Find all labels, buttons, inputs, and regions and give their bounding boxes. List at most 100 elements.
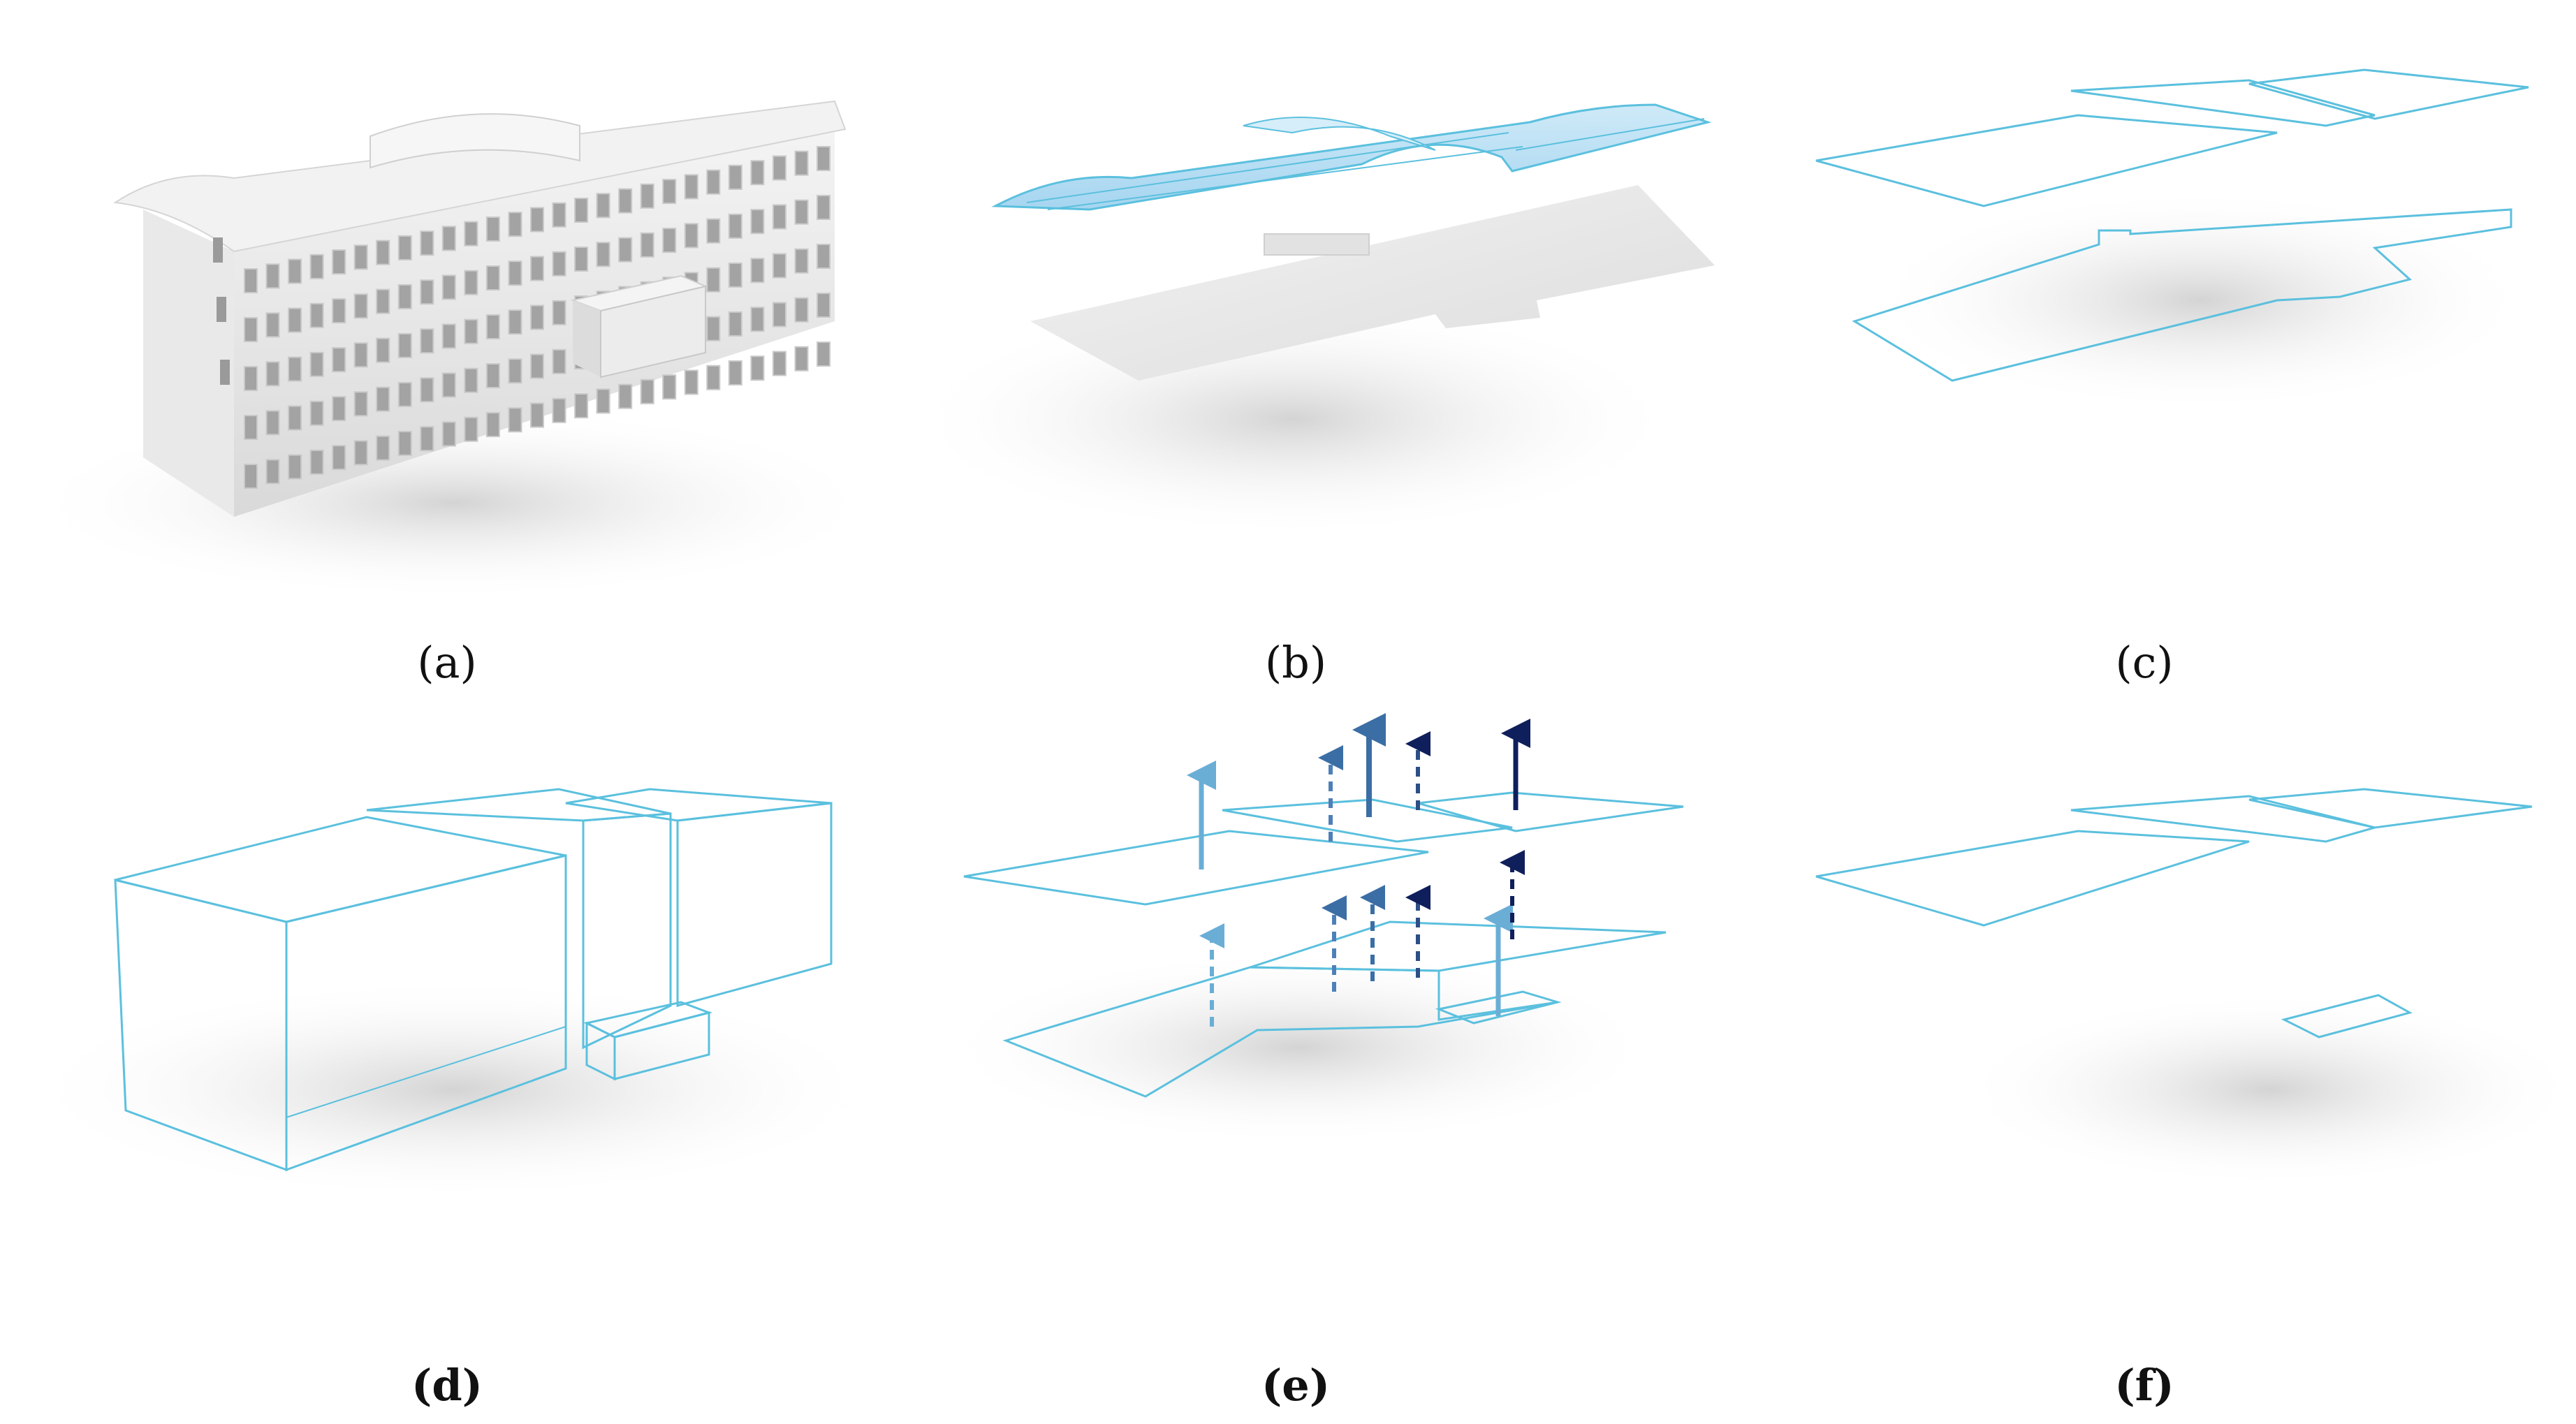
facade-window [728,213,742,239]
facade-window [662,374,677,400]
facade-window [508,260,522,286]
panel-d-right-block-top [565,788,832,822]
facade-window [794,346,809,372]
panel-e-shadow [936,950,1662,1145]
panel-b-roof-seam [1026,132,1509,203]
panel-c-shadow [1865,189,2535,412]
facade-window [397,235,412,260]
facade-window [288,258,302,284]
facade-window [309,449,324,475]
facade-window [552,397,566,423]
panel-f-upper-plane-right [2248,788,2533,829]
facade-window [244,415,258,440]
facade-window [309,400,324,426]
panel-e-upper-plane-right [1417,791,1684,832]
facade-window [552,348,566,374]
facade-window [574,198,589,223]
panel-b-roof-seam [1047,146,1523,210]
panel-b-roof-seam [1515,118,1705,151]
panel-c-lower-plane [1852,208,2512,382]
facade-window [420,279,434,305]
building-roof [113,100,847,253]
facade-window [794,297,809,323]
facade-window [706,169,721,195]
panel-f-shadow [1956,992,2576,1187]
facade-window [441,226,456,251]
facade-window [309,351,324,377]
panel-d-middle-block-front [582,812,672,1050]
facade-window [420,377,434,403]
facade-window [441,372,456,398]
facade-window [684,223,698,249]
facade-window [817,342,830,367]
panel-d [21,788,887,1201]
panel-e [936,713,1684,1145]
facade-window [376,386,390,412]
facade-window [464,416,478,442]
end-window [213,237,223,263]
panel-c-upper-plane-left [1815,114,2278,207]
facade-window [794,150,809,176]
facade-window [640,379,654,404]
facade-window [332,445,346,471]
facade-window [508,358,522,384]
facade-window [332,396,346,422]
facade-window [464,221,478,247]
panel-b-slab-opening [1264,233,1370,256]
facade-window [332,249,346,275]
facade-window [596,388,610,414]
facade-window [552,251,566,277]
facade-window [353,440,368,466]
panel-b-floor-slab [1030,185,1715,381]
building-end-wall [143,210,234,517]
facade-window [817,195,830,220]
facade-window [706,316,721,342]
facade-window [376,337,390,363]
facade-window [353,293,368,319]
facade-window [353,244,368,270]
caption-f: (f) [2114,1360,2174,1411]
facade-window [684,174,698,200]
facade-window [530,304,544,330]
facade-window [772,204,786,230]
facade-window [265,312,280,338]
facade-window [485,216,500,242]
facade-window [662,179,677,205]
facade-window [530,353,544,379]
panel-c [1815,68,2535,412]
facade-window [397,284,412,309]
facade-window [309,302,324,328]
panel-f-small-plane [2281,994,2413,1038]
facade-window [772,302,786,328]
facade-window [750,209,765,235]
panel-a [21,28,887,601]
facade-window [574,247,589,272]
facade-window [728,262,742,288]
facade-window [420,328,434,354]
facade-window [618,188,633,214]
facade-window [662,228,677,254]
panel-b-shadow [901,300,1683,538]
facade-window [596,242,610,267]
facade-window [728,164,742,190]
facade-window [376,240,390,265]
facade-window [485,314,500,339]
facade-window [376,288,390,314]
facade-window [265,263,280,289]
facade-window [288,405,302,431]
panel-b [901,103,1715,538]
facade-window [530,256,544,281]
facade-window [265,410,280,436]
facade-window [817,146,830,171]
panel-d-main-block-front [285,854,567,1172]
panel-e-lower-plane-small [1435,990,1562,1025]
facade-window [750,160,765,186]
facade-window [750,307,765,332]
facade-window [288,356,302,382]
facade-window [441,323,456,349]
facade-window [485,412,500,437]
facade-window [530,207,544,233]
facade-window [750,355,765,381]
facade-window [794,248,809,274]
facade-window [244,268,258,293]
